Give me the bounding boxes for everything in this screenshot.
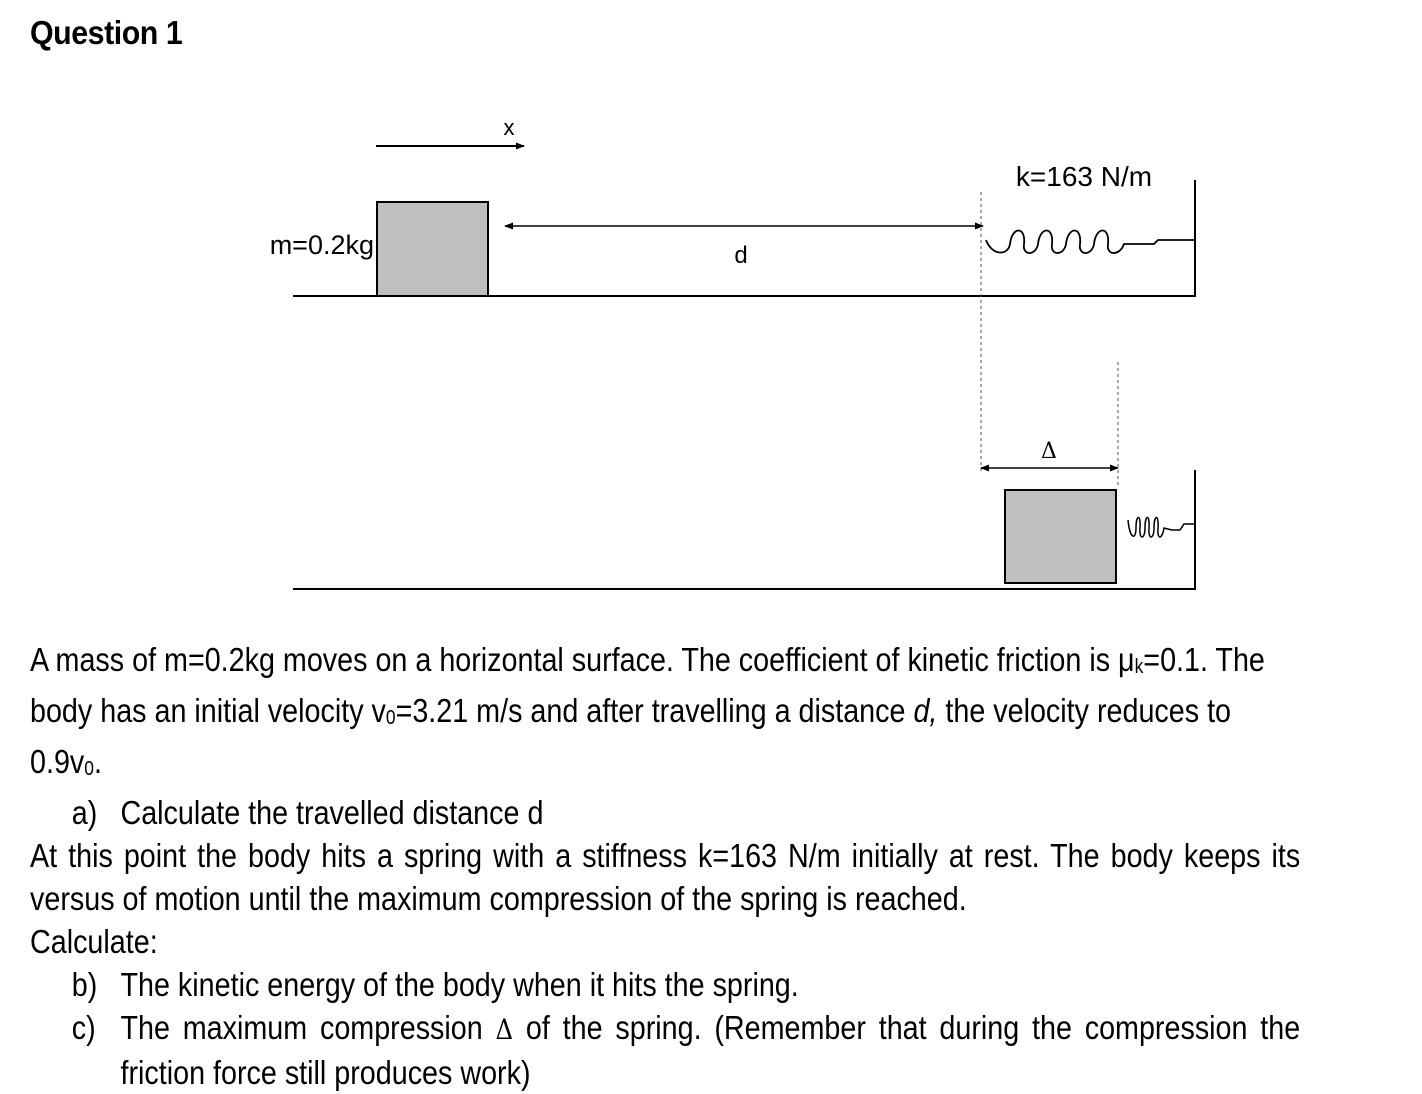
delta-symbol: Δ	[495, 1013, 514, 1046]
item-a: a) Calculate the travelled distance d	[30, 791, 1300, 834]
x-label: x	[504, 115, 515, 140]
item-c: c) The maximum compression Δ of the spri…	[30, 1006, 1300, 1094]
delta-label: Δ	[1041, 439, 1057, 464]
spring-compressed	[1127, 516, 1194, 538]
spring-relaxed	[985, 229, 1195, 254]
item-a-label: a)	[71, 794, 98, 831]
d-label: d	[734, 242, 747, 269]
question-title: Question 1	[30, 14, 183, 51]
intro-line-1: A mass of m=0.2kg moves on a horizontal …	[30, 641, 1265, 678]
item-c-text: The maximum compression Δ of the spring.…	[120, 1009, 1301, 1091]
item-b: b) The kinetic energy of the body when i…	[30, 963, 1300, 1006]
mass-label: m=0.2kg	[270, 230, 374, 260]
question-text: A mass of m=0.2kg moves on a horizontal …	[30, 638, 1300, 1094]
calculate-label: Calculate:	[30, 923, 158, 960]
physics-diagram: x m=0.2kg d k=163 N/m Δ	[270, 115, 1196, 590]
item-c-label: c)	[71, 1009, 96, 1046]
spring-constant-label: k=163 N/m	[1016, 161, 1152, 192]
intro-line-2: body has an initial velocity v0=3.21 m/s…	[30, 692, 1232, 780]
mass-block-top	[376, 201, 489, 297]
paragraph-2: At this point the body hits a spring wit…	[30, 837, 1301, 917]
item-a-text: Calculate the travelled distance d	[120, 794, 544, 831]
mass-block-bottom	[1004, 489, 1117, 584]
item-b-label: b)	[71, 966, 98, 1003]
item-b-text: The kinetic energy of the body when it h…	[120, 966, 799, 1003]
